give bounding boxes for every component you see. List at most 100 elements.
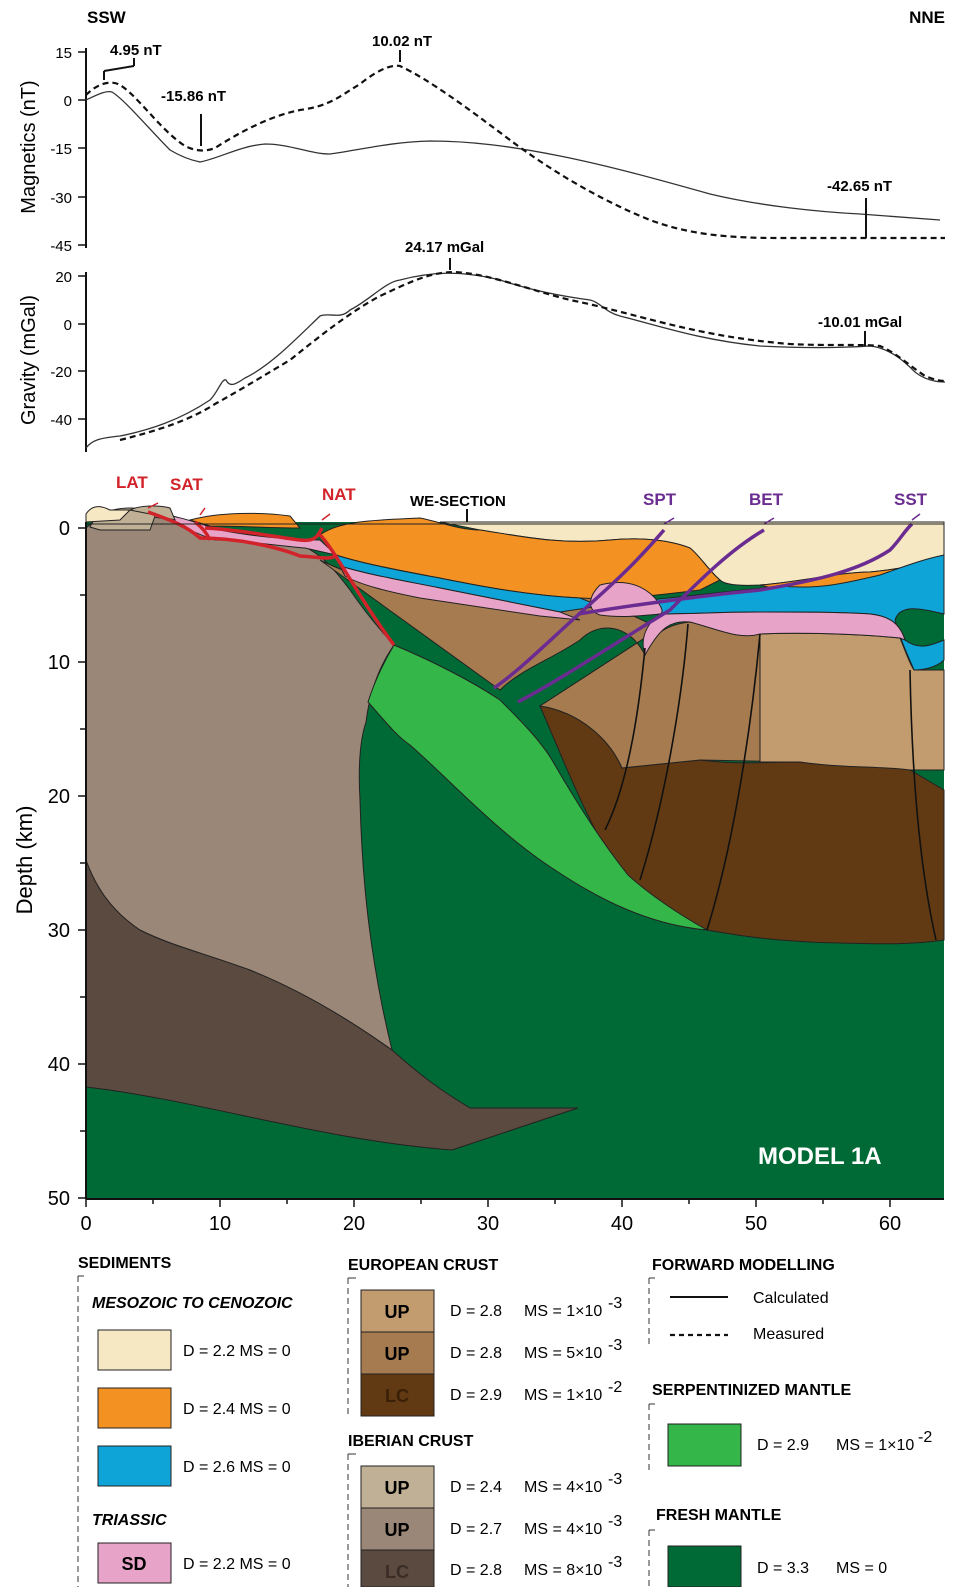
swatch-eu-up1: [360, 1289, 435, 1333]
legend-sediments-title: SEDIMENTS: [78, 1255, 172, 1272]
mag-tick-label: -45: [50, 238, 72, 255]
depth-tick-label: 50: [48, 1188, 70, 1210]
legend-eu-ms: MS = 5×10: [524, 1345, 602, 1362]
legend-mesozoic-title: MESOZOIC TO CENOZOIC: [92, 1295, 293, 1312]
distance-tick-label: 50: [745, 1213, 767, 1235]
swatch-sed-orange: [97, 1387, 172, 1429]
fault-label-nat: NAT: [322, 485, 356, 504]
fault-label-lat: LAT: [116, 473, 148, 492]
legend-ib-density: D = 2.8: [450, 1562, 502, 1579]
legend-sediments: SEDIMENTS MESOZOIC TO CENOZOIC D = 2.2 M…: [77, 1255, 293, 1587]
depth-tick-label: 20: [48, 786, 70, 808]
legend-fresh-ms: MS = 0: [836, 1560, 887, 1577]
distance-tick-label: 40: [611, 1213, 633, 1235]
legend-forward-modelling: FORWARD MODELLING Calculated Measured: [648, 1257, 835, 1348]
fault-label-bet: BET: [749, 490, 784, 509]
we-section-label: WE-SECTION: [410, 493, 506, 510]
depth-axis-label: Depth (km): [12, 806, 37, 915]
swatch-fresh-mantle: [667, 1545, 742, 1587]
red-fault-arrows: [147, 502, 331, 521]
legend-eu-exp: -3: [608, 1295, 622, 1312]
distance-tick-label: 10: [209, 1213, 231, 1235]
legend-eu-ms: MS = 1×10: [524, 1387, 602, 1404]
swatch-ib-lc: [360, 1549, 435, 1587]
red-thrust-faults: [147, 510, 396, 647]
legend-serp-title: SERPENTINIZED MANTLE: [652, 1382, 851, 1399]
swatch-eu-lc: [360, 1373, 435, 1417]
legend-triassic-title: TRIASSIC: [92, 1512, 167, 1529]
swatch-serpentinized: [667, 1423, 742, 1467]
mag-annotation-peak: 10.02 nT: [372, 33, 432, 50]
swatch-sed-light: [97, 1329, 172, 1371]
mag-annotation-min-right: -42.65 nT: [827, 178, 892, 195]
depth-ticks: [78, 527, 86, 1199]
grav-tick-label: -40: [50, 412, 72, 429]
section-axes: Depth (km) 0 10 20 30 40 50: [12, 518, 944, 1235]
triassic-salt: [642, 611, 906, 657]
legend-calculated-text: Calculated: [753, 1290, 829, 1307]
swatch-triassic: [97, 1542, 172, 1584]
legend-fresh-mantle: FRESH MANTLE D = 3.3 MS = 0: [648, 1507, 887, 1587]
gravity-axis-label: Gravity (mGal): [18, 295, 40, 425]
legend-sed-blue-text: D = 2.6 MS = 0: [183, 1459, 291, 1476]
cross-section: LAT SAT NAT SPT BET SST WE-SECTION MODEL…: [85, 473, 945, 1199]
magnetics-panel: Magnetics (nT) 15 0 -15 -30 -45 4.95 nT …: [18, 33, 945, 255]
mag-annotation-max-left: 4.95 nT: [110, 42, 162, 59]
legend-ib-density: D = 2.4: [450, 1479, 502, 1496]
mag-tick-label: 0: [64, 93, 72, 110]
legend-eu-density: D = 2.8: [450, 1345, 502, 1362]
swatch-sed-blue: [97, 1445, 172, 1487]
legend-european-crust: EUROPEAN CRUST UP UP LC D = 2.8 MS = 1×1…: [347, 1257, 622, 1418]
depth-tick-label: 40: [48, 1054, 70, 1076]
legend-fresh-density: D = 3.3: [757, 1560, 809, 1577]
legend-eu-exp: -3: [608, 1337, 622, 1354]
grav-tick-label: 0: [64, 317, 72, 334]
crustal-faults: [604, 623, 937, 941]
legend-ib-exp: -3: [608, 1471, 622, 1488]
legend-sed-light-text: D = 2.2 MS = 0: [183, 1343, 291, 1360]
sediment-layer-light: [85, 506, 132, 523]
grav-annotation-peak: 24.17 mGal: [405, 239, 484, 256]
legend-fresh-title: FRESH MANTLE: [656, 1507, 782, 1524]
legend-ib-code: UP: [384, 1520, 409, 1540]
legend-forward-title: FORWARD MODELLING: [652, 1257, 835, 1274]
distance-tick-label: 20: [343, 1213, 365, 1235]
legend-eu-density: D = 2.9: [450, 1387, 502, 1404]
legend-eu-code: UP: [384, 1302, 409, 1322]
fault-label-sat: SAT: [170, 475, 203, 494]
legend-triassic-code: SD: [121, 1554, 146, 1574]
gravity-calculated-line: [85, 272, 946, 449]
magnetics-ticks: 15 0 -15 -30 -45: [50, 45, 86, 255]
mag-tick-label: 15: [55, 45, 72, 62]
legend-eu-code: LC: [385, 1386, 409, 1406]
magnetics-measured-line: [85, 64, 945, 240]
depth-tick-label: 0: [59, 518, 70, 540]
model-label: MODEL 1A: [758, 1143, 882, 1170]
nne-label: NNE: [909, 8, 945, 27]
legend-serp-exp: -2: [918, 1429, 932, 1446]
legend-triassic-text: D = 2.2 MS = 0: [183, 1556, 291, 1573]
swatch-ib-up1: [360, 1465, 435, 1509]
grav-tick-label: -20: [50, 364, 72, 381]
gravity-ticks: 20 0 -20 -40: [50, 269, 86, 429]
annotation-leader: [103, 65, 135, 72]
purple-thrust-faults: [493, 522, 914, 704]
triassic-salt: [339, 565, 581, 621]
mag-tick-label: -15: [50, 141, 72, 158]
legend-european-title: EUROPEAN CRUST: [348, 1257, 498, 1274]
legend-eu-exp: -2: [608, 1379, 622, 1396]
grav-tick-label: 20: [55, 269, 72, 286]
legend-iberian-crust: IBERIAN CRUST UP UP LC D = 2.4 MS = 4×10…: [347, 1433, 622, 1587]
legend-sed-orange-text: D = 2.4 MS = 0: [183, 1401, 291, 1418]
legend-serp-ms: MS = 1×10: [836, 1437, 914, 1454]
mag-annotation-min-left: -15.86 nT: [161, 88, 226, 105]
legend-serpentinized-mantle: SERPENTINIZED MANTLE D = 2.9 MS = 1×10 -…: [648, 1382, 932, 1470]
gravity-panel: Gravity (mGal) 20 0 -20 -40 24.17 mGal -…: [18, 239, 946, 452]
legend-ib-density: D = 2.7: [450, 1521, 502, 1538]
legend-ib-ms: MS = 8×10: [524, 1562, 602, 1579]
ssw-label: SSW: [87, 8, 127, 27]
mag-tick-label: -30: [50, 190, 72, 207]
gravity-measured-line: [119, 270, 946, 442]
magnetics-calculated-line: [85, 90, 941, 221]
